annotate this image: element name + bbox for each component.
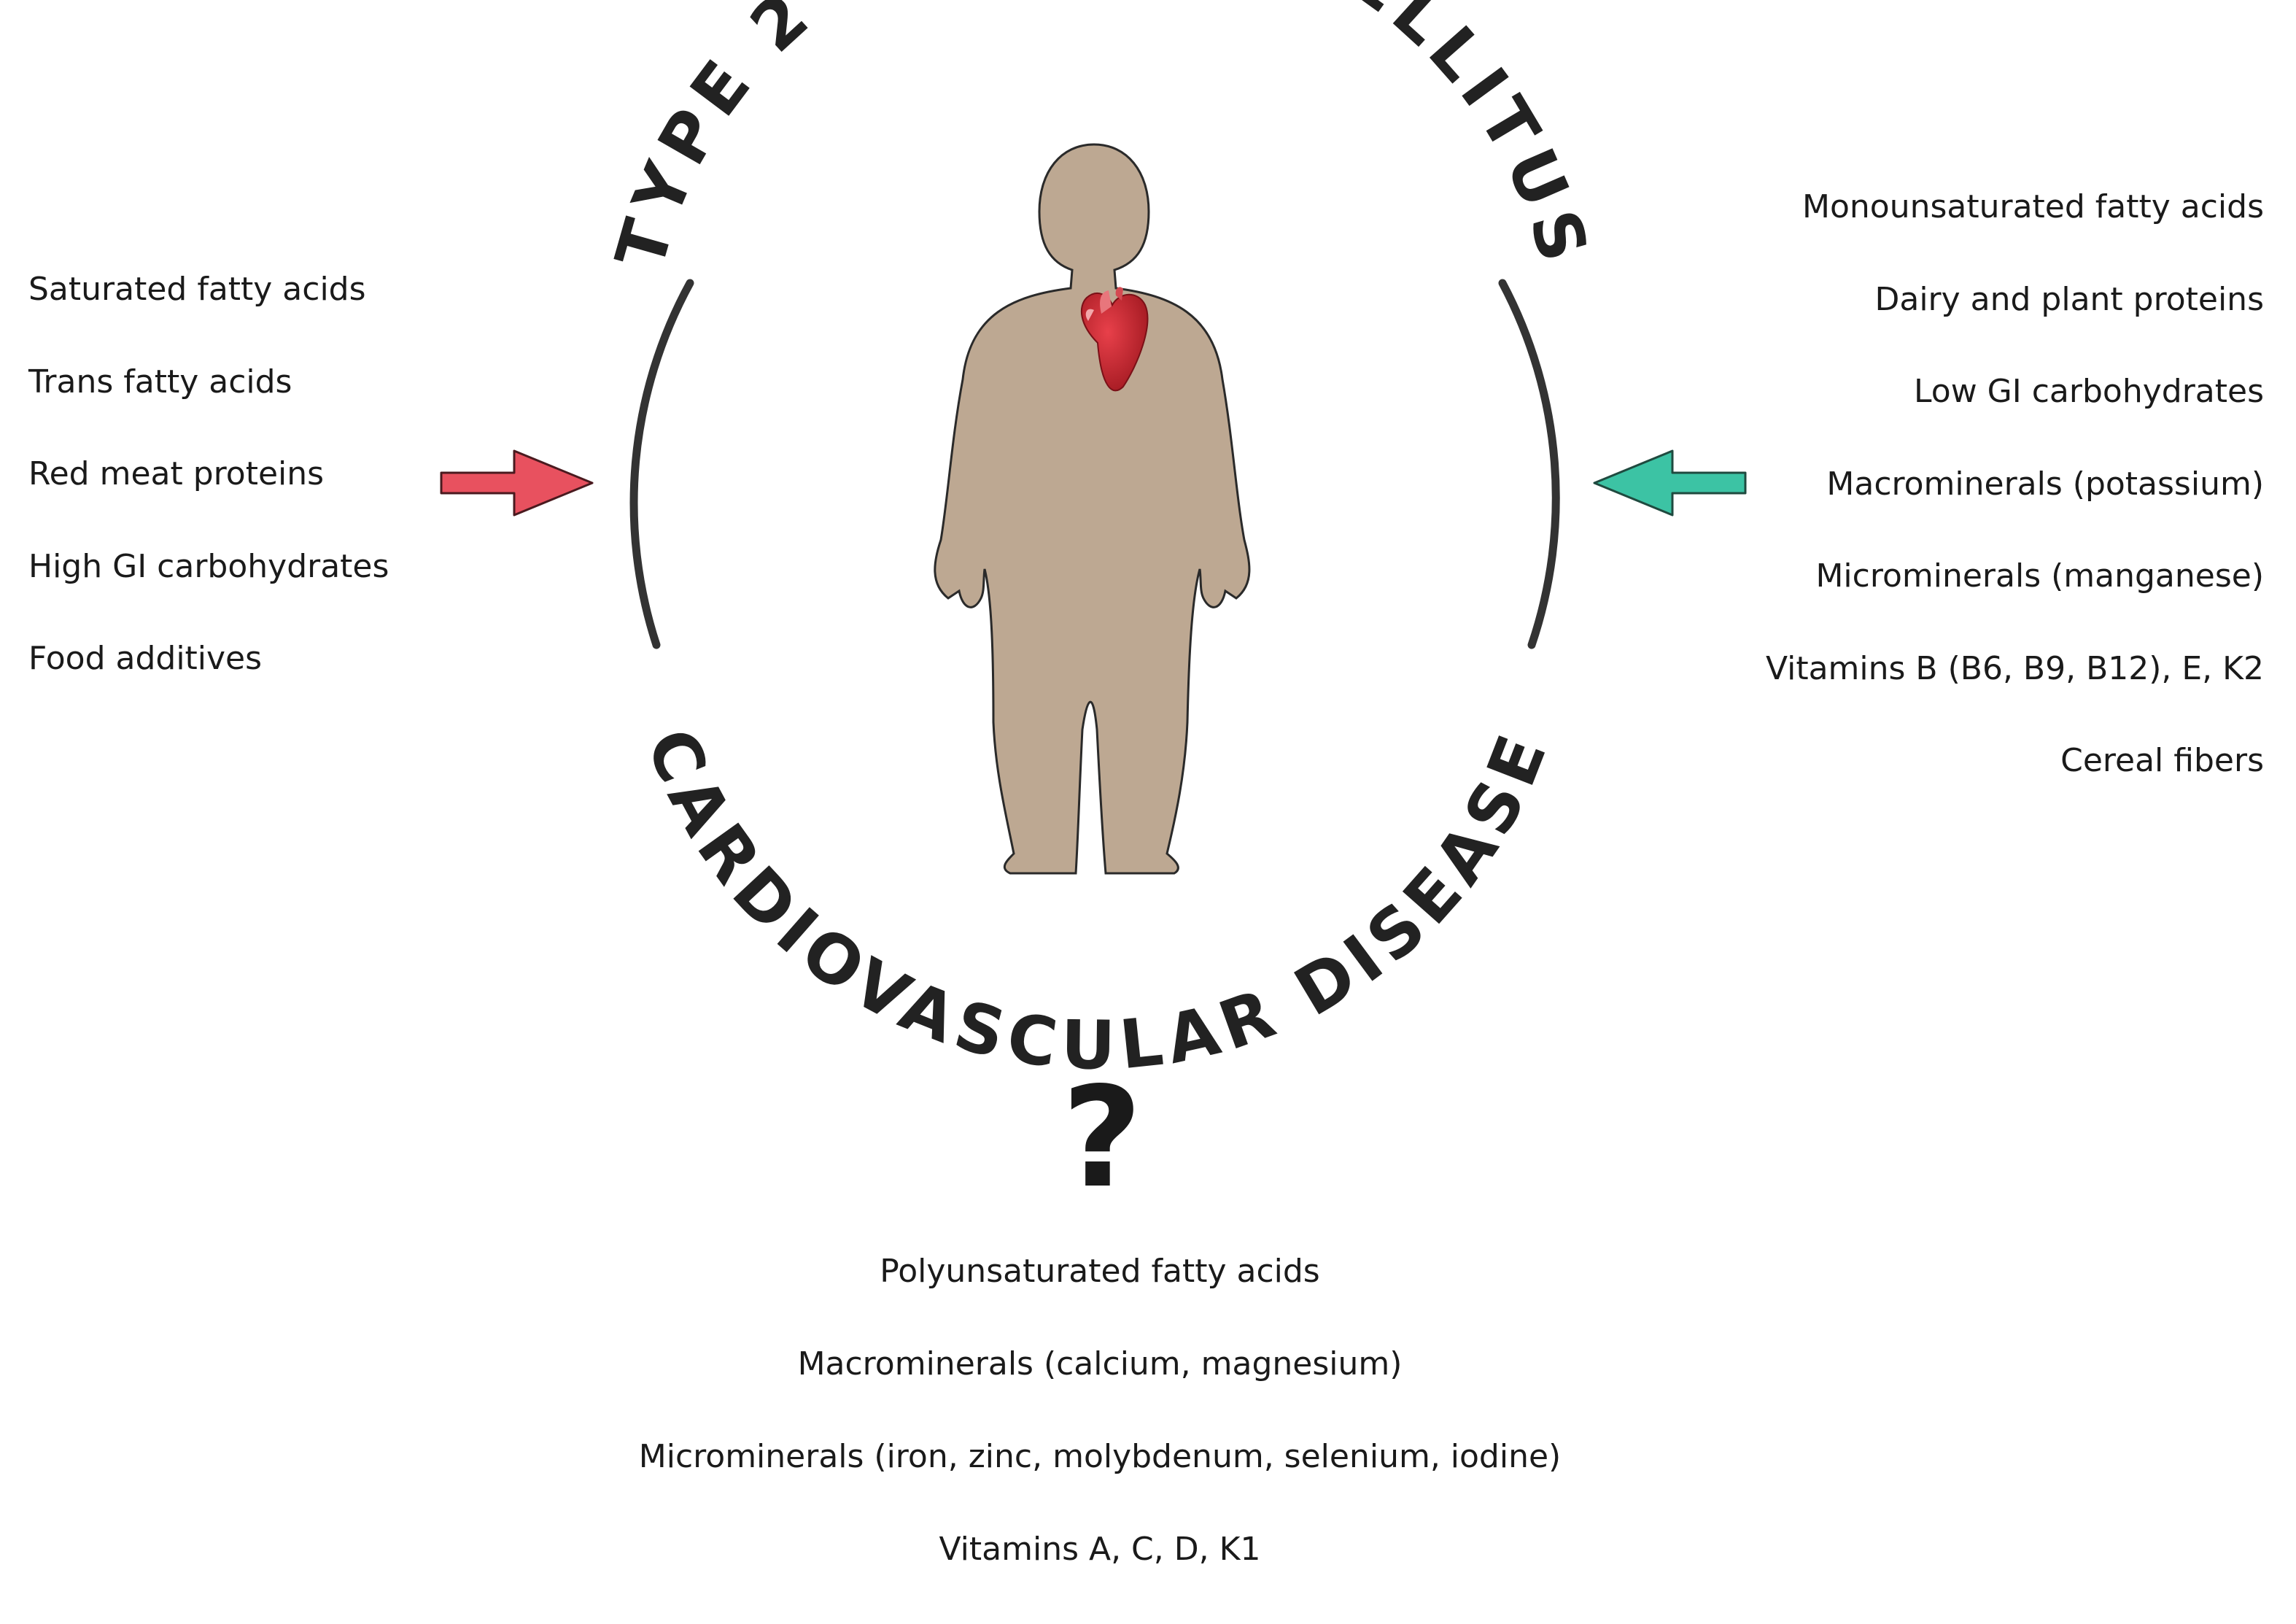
heart-icon [1081, 287, 1149, 392]
ring-label-bottom: CARDIOVASCULAR DISEASE [631, 719, 1564, 1085]
ring-arc-right [1498, 279, 1560, 649]
harmful-item: Saturated fatty acids [28, 271, 366, 308]
harmful-item: Food additives [28, 640, 263, 677]
beneficial-item: Monounsaturated fatty acids [1802, 188, 2264, 225]
human-body-silhouette [934, 143, 1251, 875]
question-mark-icon: ? [1061, 1057, 1143, 1218]
beneficial-item: Dairy and plant proteins [1874, 280, 2264, 318]
diagram-canvas: TYPE 2 DIABETES MELLITUS CARDIOVASCULAR … [440, 0, 1747, 1085]
unclear-item: Microminerals (iron, zinc, molybdenum, s… [638, 1438, 1562, 1475]
harmful-item: Red meat proteins [28, 455, 325, 492]
beneficial-arrow [1593, 449, 1747, 517]
beneficial-item: Vitamins B (B6, B9, B12), E, K2 [1765, 649, 2264, 687]
beneficial-nutrients-list: Monounsaturated fatty acids Dairy and pl… [1766, 189, 2264, 779]
harmful-item: Trans fatty acids [28, 363, 292, 401]
harmful-nutrients-list: Saturated fatty acids Trans fatty acids … [28, 271, 389, 677]
beneficial-item: Cereal fibers [2060, 742, 2264, 779]
beneficial-item: Macrominerals (potassium) [1826, 465, 2264, 503]
harmful-item: High GI carbohydrates [28, 547, 389, 585]
unclear-item: Vitamins A, C, D, K1 [939, 1531, 1261, 1568]
unclear-nutrients-list: Polyunsaturated fatty acids Macromineral… [0, 1253, 2200, 1624]
beneficial-item: Microminerals (manganese) [1815, 557, 2264, 595]
unclear-item: Macrominerals (calcium, magnesium) [797, 1345, 1403, 1383]
beneficial-item: Low GI carbohydrates [1914, 373, 2264, 410]
ring-arc-left [629, 279, 694, 649]
unclear-item: Polyunsaturated fatty acids [880, 1253, 1320, 1290]
harmful-arrow [440, 449, 594, 517]
